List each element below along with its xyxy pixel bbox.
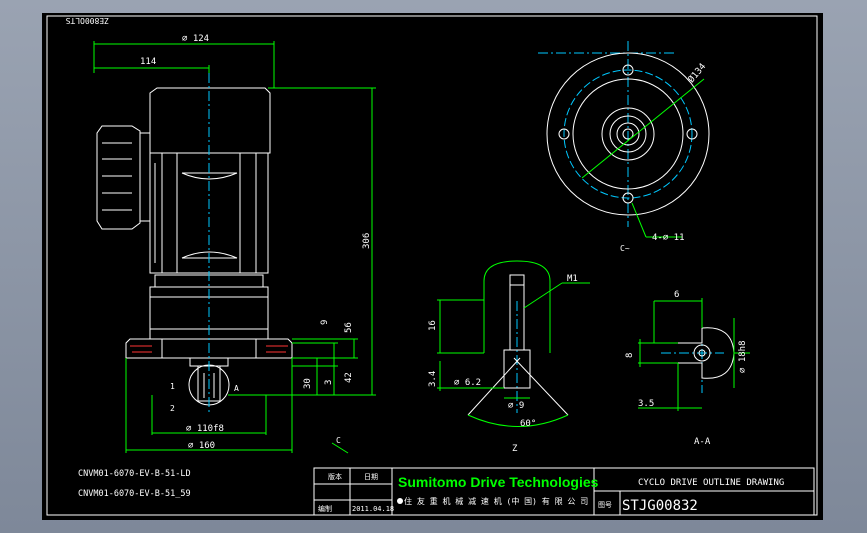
centerlines xyxy=(208,41,724,413)
dim-dia-110: ⌀ 110f8 xyxy=(186,424,224,434)
dim-dia-9: ⌀ 9 xyxy=(508,401,524,411)
dim-306: 306 xyxy=(362,233,372,249)
tb-cell-date: 日期 xyxy=(364,473,378,481)
side-dimensions xyxy=(93,41,376,454)
label-1: 1 xyxy=(170,382,175,391)
dim-42: 42 xyxy=(344,372,354,383)
company-logo-icon xyxy=(397,498,403,504)
tb-cell-version: 版本 xyxy=(328,472,342,481)
dim-56: 56 xyxy=(344,322,354,333)
dim-9: 9 xyxy=(320,320,330,325)
drawing-canvas[interactable]: ZE800OLTS ⌀ 124 114 306 56 9 42 3 30 ⌀ 1… xyxy=(42,13,823,520)
model-line-2: CNVM01-6070-EV-B-51_59 xyxy=(78,489,191,499)
dim-dia-18: ⌀ 18h8 xyxy=(738,340,748,373)
label-a: A xyxy=(234,384,239,393)
dim-dia-6-2: ⌀ 6.2 xyxy=(454,378,481,388)
drawing-title: CYCLO DRIVE OUTLINE DRAWING xyxy=(638,478,784,488)
tb-cell-author: 编制 xyxy=(318,504,332,513)
label-z: Z xyxy=(512,444,518,454)
dim-30: 30 xyxy=(303,378,313,389)
company-name: 住 友 重 机 械 减 速 机 (中 国) 有 限 公 司 xyxy=(404,496,588,506)
dim-dia-160: ⌀ 160 xyxy=(188,441,215,451)
label-2: 2 xyxy=(170,404,175,413)
tb-date-value: 2011.04.18 xyxy=(352,505,394,513)
dim-114: 114 xyxy=(140,57,156,67)
label-c: C xyxy=(336,436,341,445)
label-view-c: C~ xyxy=(620,244,630,253)
dim-dia-134: Ø134 xyxy=(686,61,708,85)
model-line-1: CNVM01-6070-EV-B-51-LD xyxy=(78,469,191,479)
section-hatch xyxy=(130,345,288,353)
cad-drawing: ZE800OLTS ⌀ 124 114 306 56 9 42 3 30 ⌀ 1… xyxy=(46,15,818,516)
z-detail xyxy=(437,260,590,427)
dim-holes: 4-⌀ 11 xyxy=(652,233,685,243)
end-view xyxy=(546,52,710,238)
dim-dia-124: ⌀ 124 xyxy=(182,34,209,44)
side-view xyxy=(96,87,293,402)
dim-3-4: 3.4 xyxy=(428,371,438,387)
label-aa: A-A xyxy=(694,437,711,447)
dim-16: 16 xyxy=(428,320,438,331)
drawing-number: STJG00832 xyxy=(622,498,698,514)
dim-6: 6 xyxy=(674,290,679,300)
rotated-drawing-id: ZE800OLTS xyxy=(65,16,109,25)
drawing-no-label: 图号 xyxy=(598,501,612,509)
brand-logo: Sumitomo Drive Technologies xyxy=(398,474,599,490)
dim-60-deg: 60° xyxy=(520,419,536,429)
dim-3: 3 xyxy=(324,380,334,385)
title-block-lines xyxy=(313,467,815,516)
dim-3-5: 3.5 xyxy=(638,399,654,409)
dim-8: 8 xyxy=(625,353,635,358)
dim-thread: M1 xyxy=(567,274,578,284)
aa-section xyxy=(638,298,750,411)
